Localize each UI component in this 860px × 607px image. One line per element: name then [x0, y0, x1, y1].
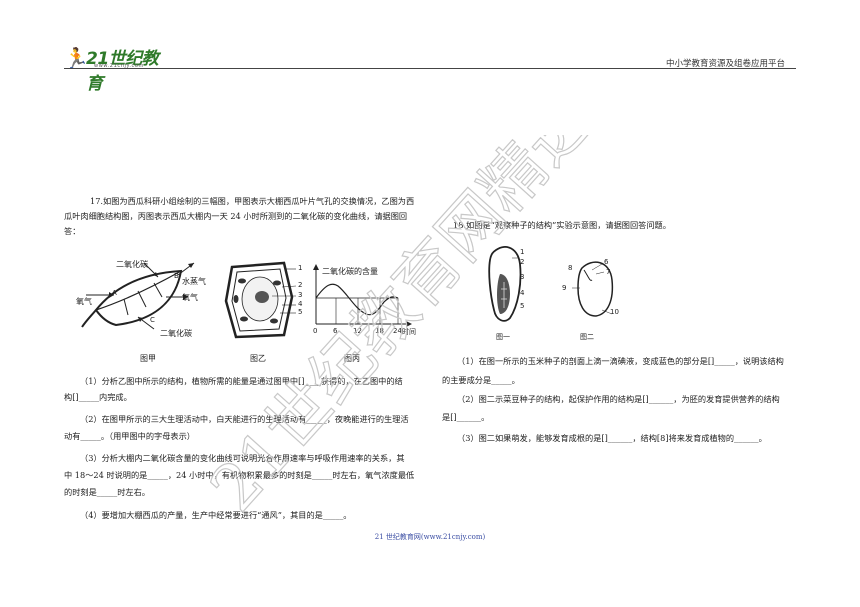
bing-tick-24: 24: [393, 327, 402, 335]
jia-label-co2-bottom: 二氧化碳: [160, 329, 192, 338]
figure-corn-seed: [488, 246, 522, 322]
logo-site: www.21cnjy.com: [94, 63, 144, 69]
fig1-num-4: 4: [520, 289, 525, 297]
q17-line2: 瓜叶肉细胞结构图，丙图表示西瓜大棚内一天 24 小时所测到的二氧化碳的变化曲线，…: [64, 211, 408, 221]
fig1-num-2: 2: [520, 258, 525, 266]
jia-caption: 图甲: [140, 354, 156, 363]
fig2-caption: 图二: [580, 333, 594, 341]
fig1-num-3: 3: [520, 273, 525, 281]
jia-letter-c: C: [150, 316, 155, 324]
page-header: 🏃 21世纪教育 www.21cnjy.com 中小学教育资源及组卷应用平台: [0, 0, 860, 94]
fig1-num-1: 1: [520, 248, 525, 256]
q17-sub1-line2: 构[]_____内完成。: [64, 392, 132, 402]
jia-letter-b: B: [174, 272, 179, 280]
q17-sub4: （4）要增加大棚西瓜的产量，生产中经常要进行“通风”，其目的是_____。: [80, 510, 352, 520]
jia-label-o2-right: 氧气: [182, 293, 198, 302]
q17-sub3-line1: （3）分析大棚内二氧化碳含量的变化曲线可说明光合作用速率与呼吸作用速率的关系，其: [80, 453, 405, 463]
fig2-num-10: 10: [610, 308, 619, 316]
header-divider: [64, 68, 796, 69]
q18-sub2-line1: （2）图二示菜豆种子的结构，起保护作用的结构是[]______，为胚的发育提供营…: [457, 394, 780, 404]
bing-caption: 图丙: [344, 354, 360, 363]
fig2-num-7: 7: [606, 268, 611, 276]
q17-sub3-line2: 中 18～24 时说明的是_____，24 小时中，有机物积累最多的时刻是___…: [64, 470, 415, 480]
runner-icon: 🏃: [64, 46, 89, 70]
q17-sub2-line2: 动有_____。（用甲图中的字母表示）: [64, 431, 195, 441]
fig2-num-9: 9: [562, 284, 567, 292]
yi-num-1: 1: [298, 264, 303, 272]
figure-bing-graph: [313, 264, 412, 327]
bing-title: 二氧化碳的含量: [322, 267, 378, 276]
q17-sub2-line1: （2）在图甲所示的三大生理活动中，白天能进行的生理活动有_____，夜晚能进行的…: [80, 414, 409, 424]
logo-brand: 21世纪教育: [86, 49, 159, 94]
site-logo[interactable]: 🏃 21世纪教育 www.21cnjy.com: [64, 44, 174, 94]
yi-num-4: 4: [298, 300, 303, 308]
yi-num-2: 2: [298, 281, 303, 289]
yi-num-3: 3: [298, 291, 303, 299]
q17-line3: 答：: [64, 226, 81, 236]
q18-title: 18.如图是“观察种子的结构”实验示意图，请据图回答问题。: [453, 220, 671, 230]
header-tagline: 中小学教育资源及组卷应用平台: [666, 59, 786, 69]
jia-label-water: 水蒸气: [182, 277, 206, 286]
figure-bean-seed: [572, 261, 614, 317]
jia-letter-a: A: [112, 289, 117, 297]
fig1-num-5: 5: [520, 302, 525, 310]
bing-tick-18: 18: [375, 327, 384, 335]
figure-jia-leaf: [81, 262, 195, 330]
fig2-num-6: 6: [604, 258, 609, 266]
page-footer[interactable]: 21 世纪教育网(www.21cnjy.com): [374, 533, 486, 541]
jia-label-co2-top: 二氧化碳: [116, 260, 148, 269]
q17-line1: 17.如图为西瓜科研小组绘制的三幅图，甲图表示大棚西瓜叶片气孔的交换情况，乙图为…: [90, 196, 415, 206]
q18-sub1-line1: （1）在图一所示的玉米种子的剖面上滴一滴碘液，变成蓝色的部分是[]_____，说…: [457, 356, 784, 366]
bing-tick-0: 0: [313, 327, 318, 335]
fig2-num-8: 8: [568, 264, 573, 272]
fig1-caption: 图一: [496, 333, 510, 341]
q17-sub1-line1: （1）分析乙图中所示的结构，植物所需的能量是通过图甲中[]____获得的，在乙图…: [80, 376, 403, 386]
q18-sub2-line2: 是[]______。: [442, 412, 490, 422]
yi-num-5: 5: [298, 308, 303, 316]
bing-tick-12: 12: [353, 327, 362, 335]
figure-yi-cell: [224, 261, 297, 339]
bing-xunit: 时间: [402, 328, 416, 336]
yi-caption: 图乙: [250, 354, 266, 363]
bing-tick-6: 6: [333, 327, 338, 335]
q17-sub3-line3: 的时刻是_____时左右。: [64, 487, 150, 497]
jia-label-o2-left: 氧气: [76, 297, 92, 306]
q18-sub3: （3）图二如果萌发，能够发育成根的是[]______，结构[8]将来发育成植物的…: [457, 433, 767, 443]
q18-sub1-line2: 的主要成分是_____。: [442, 375, 520, 385]
